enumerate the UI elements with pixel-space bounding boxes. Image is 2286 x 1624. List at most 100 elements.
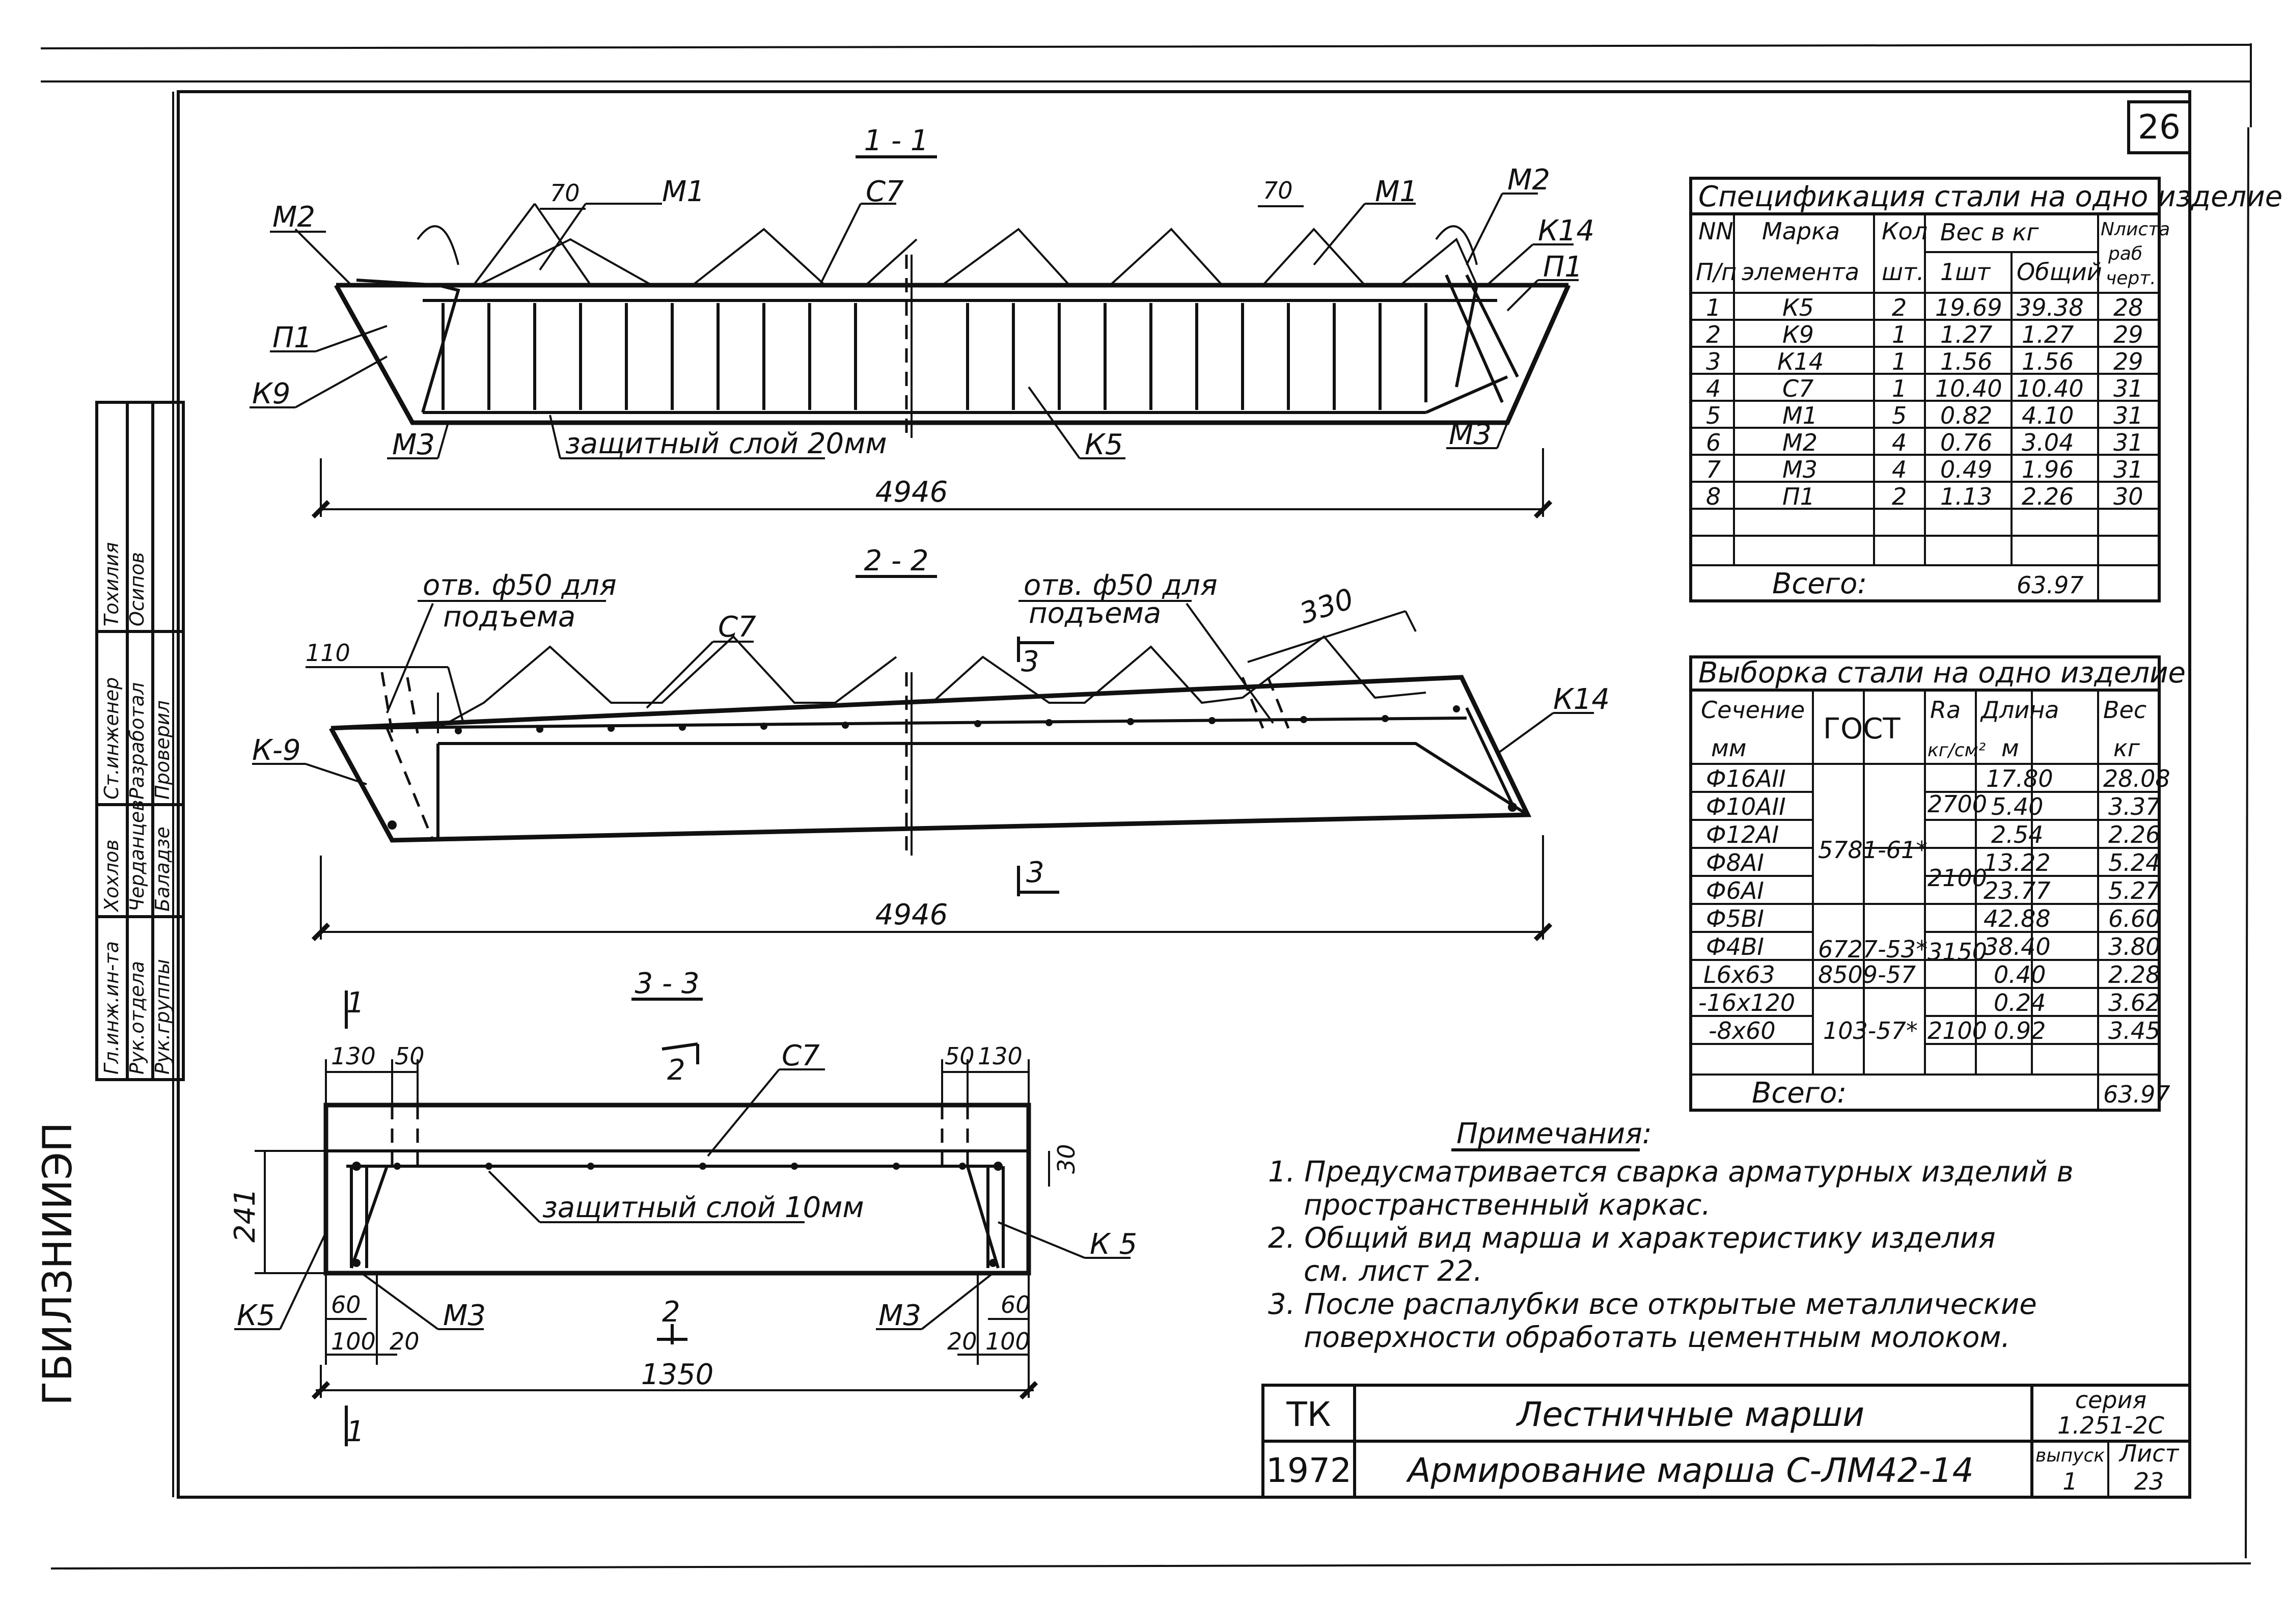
left-stamp: ГБИЛЗНИИЭП Гл.инж.ин-та Рук.отдела Рук.г…	[35, 401, 185, 1406]
s3-label-c7: С7	[782, 1039, 820, 1072]
sel-cell-section: -8х60	[1709, 1017, 1776, 1044]
spec-cell-sheet: 31	[2113, 375, 2143, 402]
spec-h-nn-bottom: П/п	[1696, 258, 1737, 286]
spec-cell-wt: 1.56	[2022, 348, 2074, 375]
spec-cell-w1: 0.76	[1940, 429, 1992, 456]
spec-h-sheet-bottom: черт.	[2106, 268, 2156, 289]
spec-cell-n: 8	[1706, 483, 1721, 510]
spec-table: Спецификация стали на одно изделие NN П/…	[1689, 177, 2282, 602]
spec-row: 5 М1 5 0.82 4.10 31	[1706, 402, 2143, 429]
spec-row: 6 М2 4 0.76 3.04 31	[1706, 429, 2143, 456]
spec-h-qty-top: Кол	[1882, 217, 1927, 245]
sheet-frame: 26	[40, 43, 2252, 1570]
s3-label-k5-left: К5	[237, 1299, 275, 1332]
spec-cell-mark: М1	[1782, 402, 1817, 429]
sel-cell-weight: 3.80	[2108, 933, 2160, 960]
spec-cell-wt: 3.04	[2022, 429, 2074, 456]
spec-h-sheet-top: Nлиста	[2101, 219, 2170, 240]
spec-cell-n: 3	[1706, 348, 1721, 375]
title-sheet-label: Лист	[2118, 1440, 2180, 1467]
stamp-role2-2: Разработал	[126, 682, 148, 800]
sel-cell-weight: 2.26	[2108, 821, 2160, 848]
section-3-3: 3 - 3 1 1 2 2	[229, 967, 1137, 1448]
sel-cell-length: 23.77	[1984, 877, 2051, 904]
title-subtitle: Армирование марша С-ЛМ42-14	[1406, 1451, 1973, 1490]
section-1-1: 1 - 1	[250, 124, 1594, 519]
spec-cell-mark: К9	[1782, 321, 1814, 348]
sel-cell-length: 0.40	[1994, 961, 2046, 988]
sel-cell-section: Ф8АI	[1706, 849, 1764, 876]
s1-label-k9: К9	[252, 377, 290, 410]
spec-row: 2 К9 1 1.27 1.27 29	[1706, 321, 2143, 348]
s1-label-p1-right: П1	[1543, 251, 1583, 284]
note-3-line1: 3. После распалубки все открытые металли…	[1268, 1288, 2037, 1321]
spec-cell-sheet: 31	[2113, 429, 2143, 456]
spec-cell-qty: 1	[1892, 375, 1907, 402]
sel-gost-d: 103-57*	[1823, 1017, 1918, 1044]
s2-label-k9: К-9	[252, 734, 301, 767]
section-1-title: 1 - 1	[864, 124, 928, 157]
spec-h-mark-top: Марка	[1762, 217, 1840, 245]
spec-h-mark-bottom: элемента	[1742, 258, 1859, 286]
s3-dim-20-left: 20	[390, 1328, 420, 1355]
sel-gost-a: 5781-61*	[1818, 836, 1927, 864]
spec-cell-w1: 1.13	[1940, 483, 1992, 510]
s1-label-m3-left: М3	[392, 428, 435, 461]
stamp-name2-1: Тохилия	[100, 542, 123, 627]
spec-total-label: Всего:	[1772, 567, 1867, 600]
spec-cell-n: 5	[1706, 402, 1721, 429]
sel-total-label: Всего:	[1752, 1077, 1847, 1110]
sel-cell-length: 5.40	[1991, 793, 2043, 820]
s1-cover-note: защитный слой 20мм	[565, 427, 887, 460]
s1-label-c7: С7	[866, 175, 904, 208]
sel-ra-c: 3150	[1927, 938, 1987, 966]
sel-cell-length: 13.22	[1984, 849, 2051, 876]
s2-hole-right-line1: отв. ф50 для	[1024, 569, 1218, 602]
s3-cover-note: защитный слой 10мм	[542, 1191, 864, 1224]
sel-cell-weight: 3.62	[2108, 989, 2160, 1016]
sel-cell-section: L6х63	[1703, 961, 1775, 988]
sel-cell-weight: 5.24	[2108, 849, 2160, 876]
sel-h-gost: ГОСТ	[1823, 712, 1901, 746]
spec-cell-mark: М3	[1782, 456, 1817, 483]
s2-label-k14: К14	[1553, 683, 1610, 716]
note-1-line1: 1. Предусматривается сварка арматурных и…	[1268, 1155, 2074, 1189]
s3-cut2-bottom: 2	[662, 1296, 680, 1329]
s1-label-m2: М2	[272, 201, 315, 234]
spec-cell-sheet: 31	[2113, 456, 2143, 483]
spec-cell-mark: М2	[1782, 429, 1817, 456]
title-main: Лестничные марши	[1516, 1395, 1864, 1434]
spec-cell-w1: 19.69	[1935, 294, 2002, 321]
stamp-role-3: Рук.группы	[151, 959, 174, 1075]
s3-cut1-bottom: 1	[346, 1415, 365, 1448]
bars-3-3	[352, 1162, 1003, 1267]
organization-name: ГБИЛЗНИИЭП	[35, 1122, 81, 1406]
s3-dim-50-right: 50	[945, 1042, 975, 1070]
spec-cell-sheet: 28	[2113, 294, 2143, 321]
spec-cell-n: 1	[1706, 294, 1721, 321]
sel-cell-weight: 3.45	[2108, 1017, 2160, 1044]
spec-cell-mark: К5	[1782, 294, 1814, 321]
s2-hole-left-line1: отв. ф50 для	[423, 569, 617, 602]
spec-cell-qty: 5	[1892, 402, 1907, 429]
spec-cell-wt: 10.40	[2017, 375, 2084, 402]
s3-dim-30: 30	[1053, 1144, 1080, 1174]
spec-cell-n: 4	[1706, 375, 1721, 402]
spec-cell-w1: 10.40	[1935, 375, 2002, 402]
stamp-role2-1: Ст.инженер	[100, 677, 123, 800]
sel-row: Ф8АI 13.22 5.24	[1706, 849, 2160, 876]
s2-hole-right-line2: подъема	[1029, 597, 1161, 630]
s2-length: 4946	[875, 898, 948, 931]
note-2-line2: см. лист 22.	[1304, 1255, 1482, 1288]
title-sheet-value: 23	[2134, 1468, 2164, 1495]
stamp-role2-3: Проверил	[151, 700, 174, 800]
s3-dim-130-right: 130	[978, 1042, 1023, 1070]
spec-cell-qty: 1	[1892, 321, 1907, 348]
